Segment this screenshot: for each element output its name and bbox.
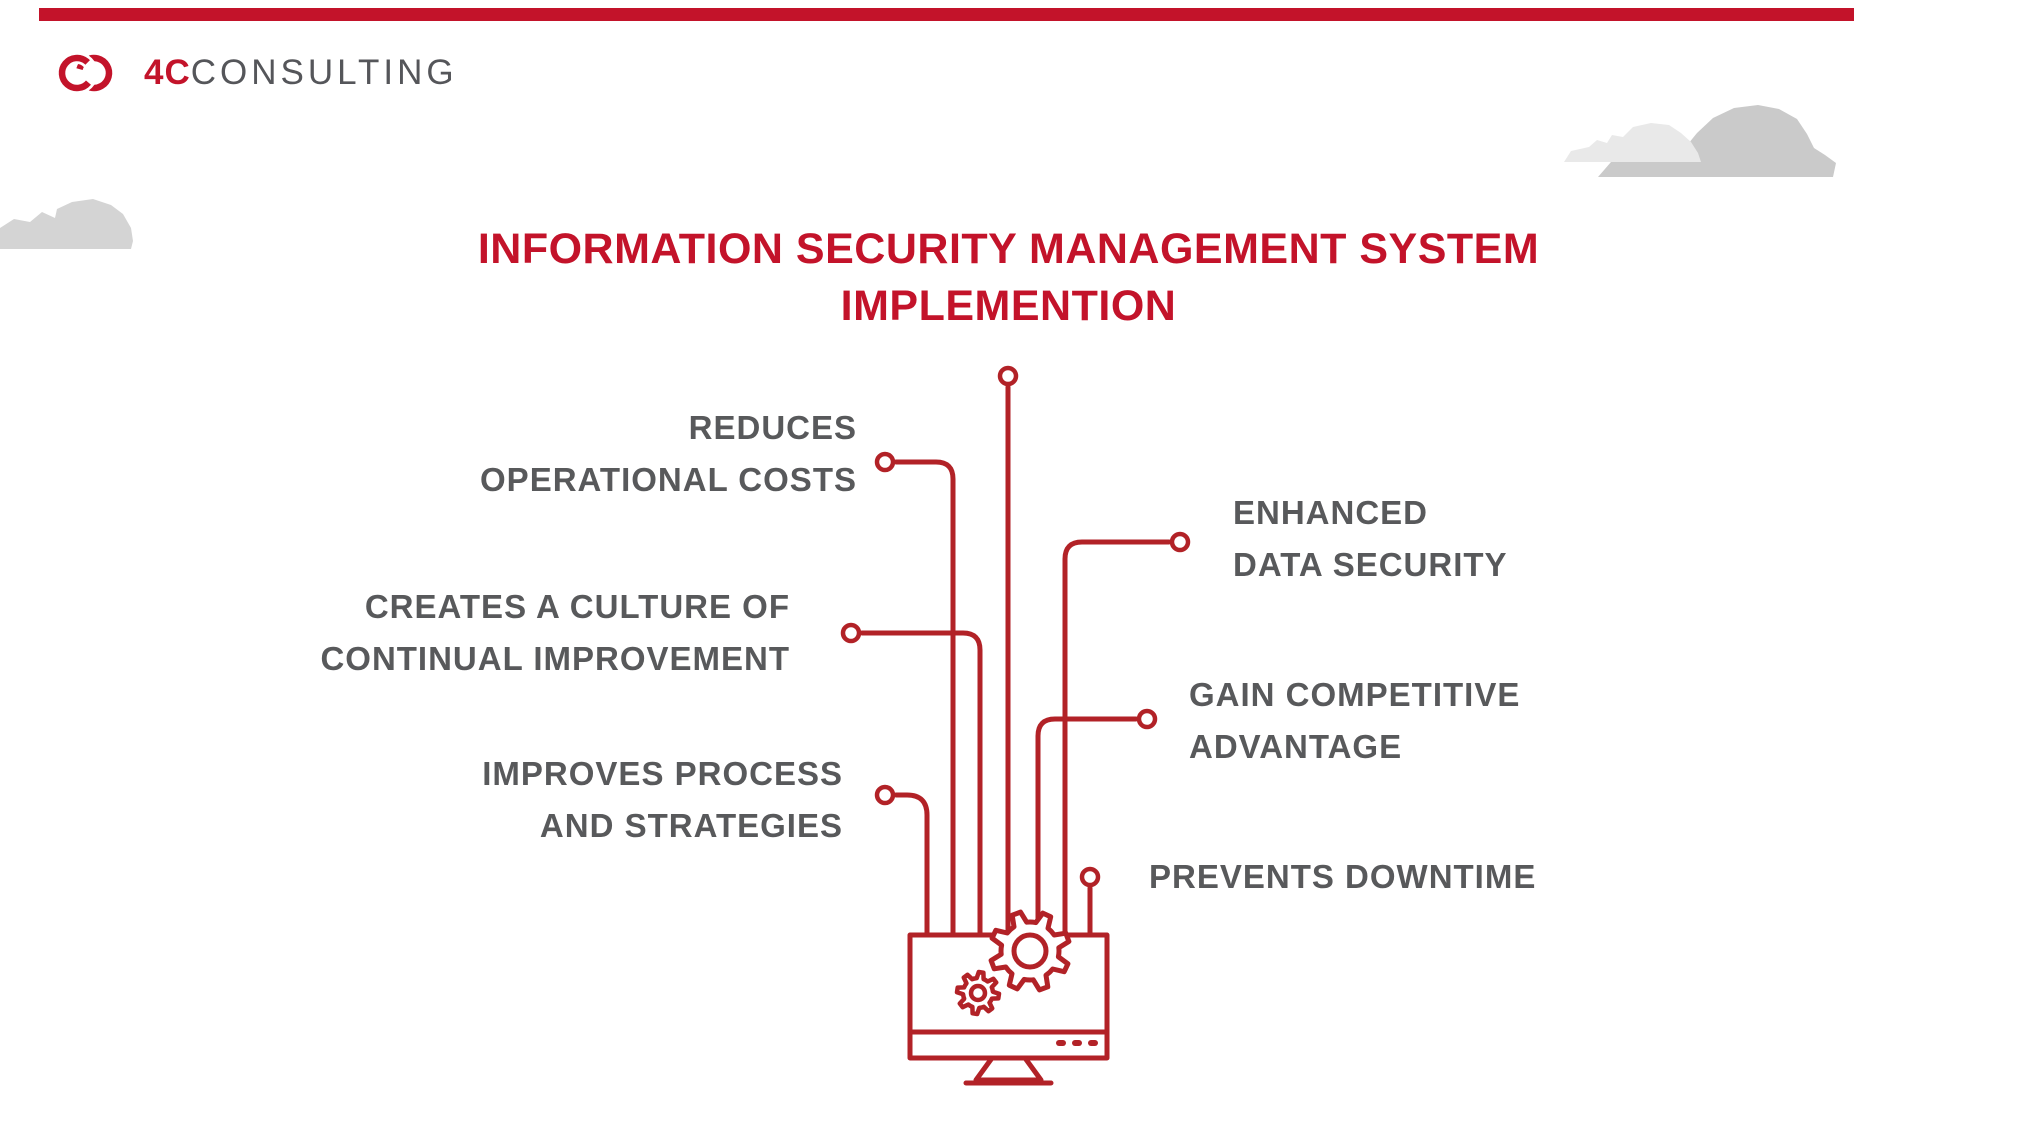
title-line-2: IMPLEMENTION xyxy=(840,282,1177,330)
benefit-line: ADVANTAGE xyxy=(1189,728,1403,765)
benefit-label-reduces-operational-costs: REDUCES OPERATIONAL COSTS xyxy=(480,402,857,506)
connector-node-dot xyxy=(997,365,1019,387)
benefit-line: DATA SECURITY xyxy=(1233,546,1508,583)
cloud-left-icon xyxy=(0,199,133,249)
connector-node-dot xyxy=(874,451,896,473)
benefit-line: AND STRATEGIES xyxy=(539,807,843,844)
benefit-label-culture-continual-improvement: CREATES A CULTURE OF CONTINUAL IMPROVEME… xyxy=(320,581,790,685)
top-accent-bar xyxy=(39,8,1854,21)
connector-node-dot xyxy=(1136,708,1158,730)
benefit-line: GAIN COMPETITIVE xyxy=(1189,676,1521,713)
benefit-label-enhanced-data-security: ENHANCED DATA SECURITY xyxy=(1233,487,1508,591)
benefit-label-improves-process-strategies: IMPROVES PROCESS AND STRATEGIES xyxy=(482,748,843,852)
benefit-line: ENHANCED xyxy=(1233,494,1429,531)
benefit-line: OPERATIONAL COSTS xyxy=(480,461,857,498)
connector-line-reduces xyxy=(893,459,956,936)
connector-line-culture xyxy=(859,630,983,936)
connector-line-improves xyxy=(893,792,930,936)
connector-line-gain xyxy=(1035,716,1139,936)
monitor-dot xyxy=(1072,1040,1082,1046)
benefit-line: CREATES A CULTURE OF xyxy=(364,588,790,625)
benefit-label-gain-competitive-advantage: GAIN COMPETITIVE ADVANTAGE xyxy=(1189,669,1520,773)
benefit-line: IMPROVES PROCESS xyxy=(482,755,843,792)
logo-text-4c: 4C xyxy=(144,53,191,92)
connector-node-dot xyxy=(874,784,896,806)
monitor-dot xyxy=(1088,1040,1098,1046)
benefit-label-prevents-downtime: PREVENTS DOWNTIME xyxy=(1149,851,1536,903)
page-title: INFORMATION SECURITY MANAGEMENT SYSTEM I… xyxy=(0,221,2017,335)
gear-icon-small xyxy=(954,969,1002,1017)
connector-node-dot xyxy=(1169,531,1191,553)
logo: 4CCONSULTING xyxy=(56,42,458,104)
cloud-right-icon xyxy=(1564,105,1836,177)
connector-line-enhanced xyxy=(1062,539,1172,936)
monitor-dot xyxy=(1056,1040,1066,1046)
title-line-1: INFORMATION SECURITY MANAGEMENT SYSTEM xyxy=(477,225,1540,273)
logo-text: 4CCONSULTING xyxy=(144,53,458,93)
connector-node-dot xyxy=(840,622,862,644)
connector-node-dot xyxy=(1079,866,1101,888)
logo-text-consulting: CONSULTING xyxy=(190,53,458,92)
benefit-line: REDUCES xyxy=(688,409,857,446)
gear-icon-large xyxy=(988,909,1072,993)
benefit-line: CONTINUAL IMPROVEMENT xyxy=(320,640,790,677)
benefit-line: PREVENTS DOWNTIME xyxy=(1149,858,1537,895)
logo-rings-icon xyxy=(56,52,113,94)
